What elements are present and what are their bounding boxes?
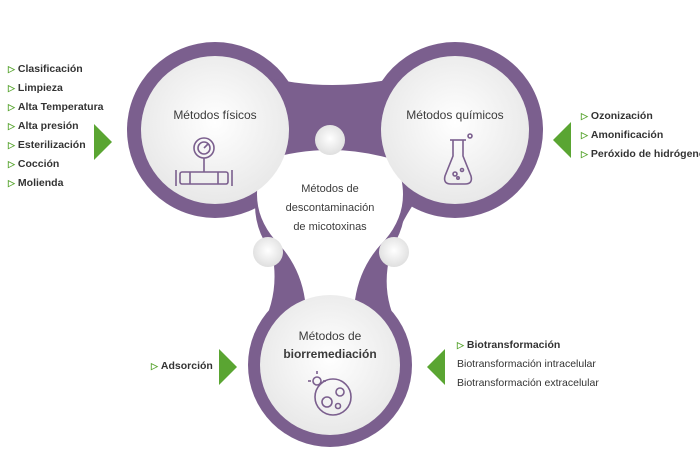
triangle-right-icon: ▷ [8, 64, 15, 74]
list-item: ▷Limpieza [8, 82, 63, 94]
triangle-right-icon: ▷ [8, 83, 15, 93]
triangle-right-icon: ▷ [581, 111, 588, 121]
triangle-right-icon: ▷ [8, 121, 15, 131]
list-item: ▷Ozonización [581, 110, 653, 122]
bubble-right [379, 237, 409, 267]
triangle-right-icon: ▷ [581, 130, 588, 140]
triangle-right-icon: ▷ [457, 340, 464, 350]
list-header: ▷Biotransformación [457, 339, 561, 351]
pressure-gauge-pipe-icon [175, 137, 233, 186]
bio-title-line2: biorremediación [283, 347, 377, 361]
bio-right-arrow [427, 349, 445, 385]
flask-icon [443, 133, 473, 185]
center-area [257, 150, 403, 300]
bio-left-arrow [219, 349, 237, 385]
bio-title-line1: Métodos de [298, 329, 362, 343]
physical-circle [141, 56, 289, 204]
list-item: Biotransformación intracelular [457, 358, 596, 370]
list-item: ▷Cocción [8, 158, 60, 170]
bubble-top [315, 125, 345, 155]
list-item: ▷Clasificación [8, 63, 83, 75]
microorganism-icon [308, 371, 352, 416]
list-item: ▷Esterilización [8, 139, 86, 151]
triangle-right-icon: ▷ [8, 178, 15, 188]
list-item: ▷Alta presión [8, 120, 79, 132]
center-title: Métodos de descontaminación de micotoxin… [285, 183, 375, 233]
physical-arrow [94, 124, 112, 160]
list-item: ▷Peróxido de hidrógeno [581, 148, 700, 160]
list-item: Biotransformación extracelular [457, 377, 599, 389]
bubble-left [253, 237, 283, 267]
triangle-right-icon: ▷ [8, 102, 15, 112]
bio-circle [260, 295, 400, 435]
physical-title: Métodos físicos [173, 108, 257, 122]
triangle-right-icon: ▷ [581, 149, 588, 159]
triangle-right-icon: ▷ [151, 361, 158, 371]
bio-left-item: ▷Adsorción [151, 360, 213, 372]
list-item: ▷Molienda [8, 177, 64, 189]
triangle-right-icon: ▷ [8, 159, 15, 169]
list-item: ▷Amonificación [581, 129, 664, 141]
list-item: ▷Alta Temperatura [8, 101, 104, 113]
chemical-title: Métodos químicos [406, 108, 504, 122]
chemical-arrow [553, 122, 571, 158]
triangle-right-icon: ▷ [8, 140, 15, 150]
bio-title: Métodos de biorremediación [265, 327, 395, 363]
chemical-circle [381, 56, 529, 204]
